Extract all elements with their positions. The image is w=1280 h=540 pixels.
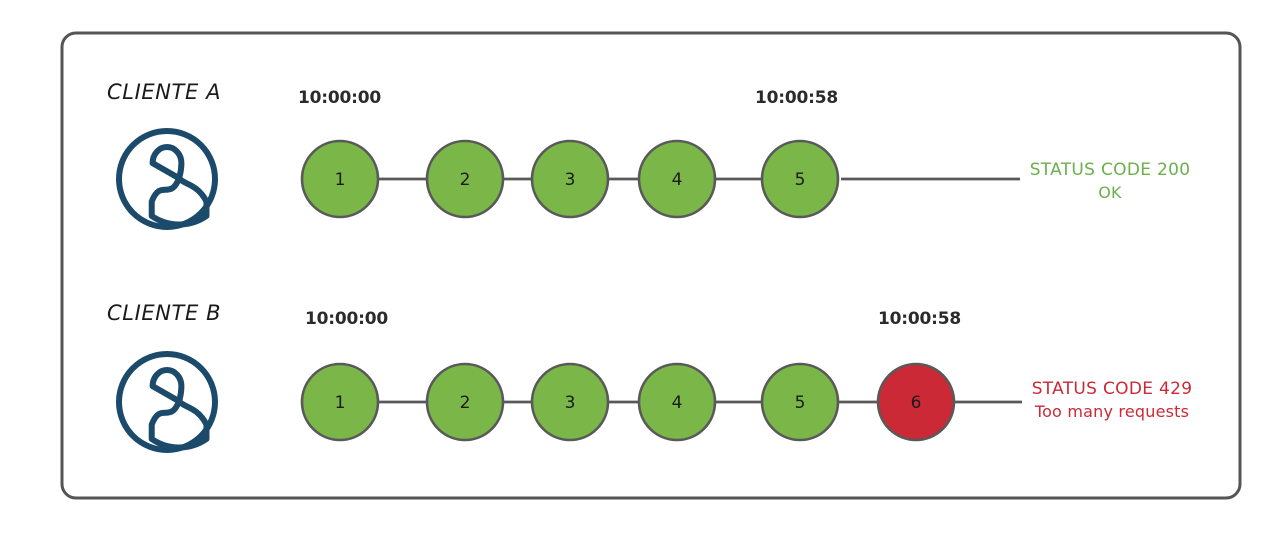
user-circle-icon-cliente-a	[116, 128, 218, 230]
request-node-2-cliente-a[interactable]: 2	[425, 139, 505, 219]
start-time-label-cliente-a: 10:00:00	[298, 88, 381, 108]
node-circle-ok[interactable]	[425, 139, 505, 219]
status-code-text-cliente-a: STATUS CODE 200	[1030, 160, 1191, 180]
node-circle-ok[interactable]	[425, 362, 505, 442]
node-number-label: 3	[565, 393, 576, 413]
node-number-label: 5	[795, 393, 806, 413]
node-number-label: 2	[460, 393, 471, 413]
node-number-label: 4	[672, 393, 683, 413]
client-label-cliente-a: CLIENTE A	[107, 80, 221, 104]
status-code-text-cliente-b: STATUS CODE 429	[1032, 379, 1193, 399]
request-node-3-cliente-a[interactable]: 3	[530, 139, 610, 219]
node-number-label: 1	[335, 170, 346, 190]
row-cliente-a: CLIENTE A 10:00:00 10:00:58 1 2 3 4 5 STATUS COD…	[107, 80, 1191, 230]
node-number-label: 4	[672, 170, 683, 190]
request-node-2-cliente-b[interactable]: 2	[425, 362, 505, 442]
avatar-ring	[116, 128, 218, 230]
node-circle-ok[interactable]	[760, 139, 840, 219]
node-number-label: 2	[460, 170, 471, 190]
node-circle-ok[interactable]	[300, 362, 380, 442]
node-number-label: 5	[795, 170, 806, 190]
node-number-label: 6	[911, 393, 922, 413]
start-time-label-cliente-b: 10:00:00	[305, 309, 388, 329]
node-circle-ok[interactable]	[760, 362, 840, 442]
node-circle-ok[interactable]	[637, 362, 717, 442]
status-detail-text-cliente-a: OK	[1098, 183, 1122, 202]
request-node-5-cliente-b[interactable]: 5	[760, 362, 840, 442]
node-circle-ok[interactable]	[300, 139, 380, 219]
node-number-label: 1	[335, 393, 346, 413]
user-circle-icon-cliente-b	[116, 351, 218, 453]
node-circle-ok[interactable]	[530, 362, 610, 442]
node-circle-error[interactable]	[876, 362, 956, 442]
request-node-6-cliente-b[interactable]: 6	[876, 362, 956, 442]
request-node-4-cliente-b[interactable]: 4	[637, 362, 717, 442]
request-node-1-cliente-b[interactable]: 1	[300, 362, 380, 442]
client-label-cliente-b: CLIENTE B	[107, 301, 221, 325]
node-number-label: 3	[565, 170, 576, 190]
request-node-3-cliente-b[interactable]: 3	[530, 362, 610, 442]
node-circle-ok[interactable]	[637, 139, 717, 219]
end-time-label-cliente-b: 10:00:58	[878, 309, 961, 329]
avatar-silhouette	[148, 144, 210, 228]
row-cliente-b: CLIENTE B 10:00:00 10:00:58 1 2 3 4 5 6 STATUS CO…	[107, 301, 1193, 453]
end-time-label-cliente-a: 10:00:58	[755, 88, 838, 108]
node-circle-ok[interactable]	[530, 139, 610, 219]
status-detail-text-cliente-b: Too many requests	[1034, 402, 1189, 421]
request-node-4-cliente-a[interactable]: 4	[637, 139, 717, 219]
request-node-5-cliente-a[interactable]: 5	[760, 139, 840, 219]
request-node-1-cliente-a[interactable]: 1	[300, 139, 380, 219]
avatar-ring	[116, 351, 218, 453]
avatar-silhouette	[148, 367, 210, 451]
